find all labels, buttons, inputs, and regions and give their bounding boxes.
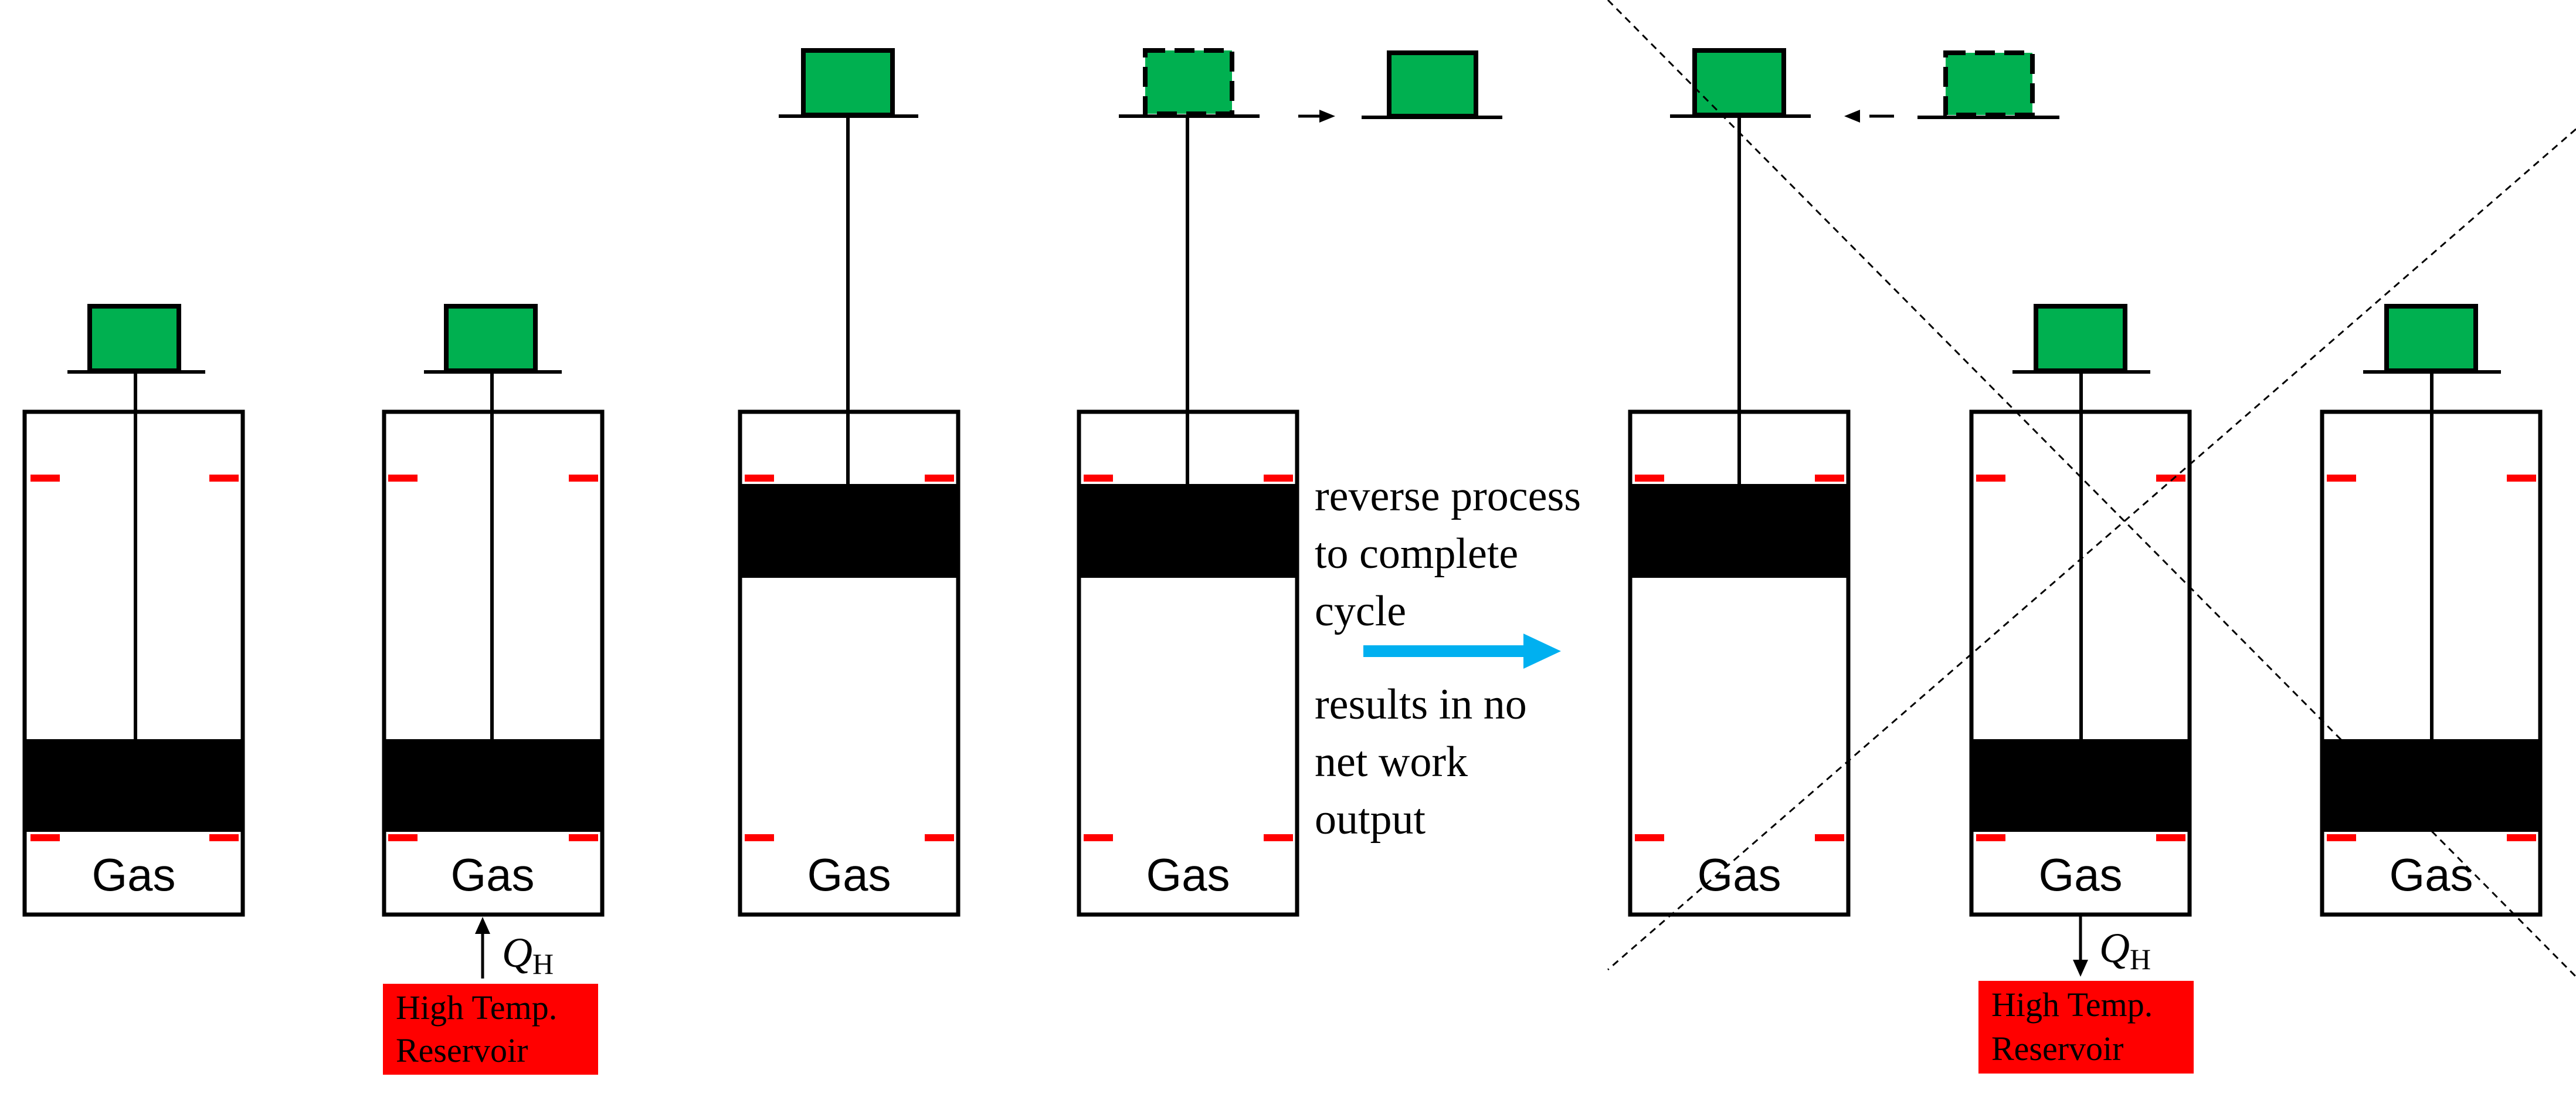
caption-line-3: cycle xyxy=(1315,587,1406,635)
weight-block xyxy=(1692,48,1786,117)
weight-ghost-dashed xyxy=(1943,50,2035,117)
stop-upper-left xyxy=(1084,475,1113,482)
stop-lower-left xyxy=(30,834,60,841)
weight-block xyxy=(801,48,895,117)
piston xyxy=(2322,739,2540,832)
stop-lower-left xyxy=(745,834,774,841)
reservoir-label-line1: High Temp. xyxy=(396,988,557,1027)
stop-upper-left xyxy=(1635,475,1664,482)
caption-line-2: to complete xyxy=(1315,530,1518,578)
stop-lower-right xyxy=(1815,834,1844,841)
arrow-head-down-icon xyxy=(2073,960,2088,977)
stop-upper-right xyxy=(209,475,239,482)
stop-upper-right xyxy=(569,475,598,482)
stop-lower-left xyxy=(1635,834,1664,841)
cylinder-wall xyxy=(738,409,961,917)
weight-block-moved xyxy=(1387,50,1478,118)
cylinder-3: Gas xyxy=(738,48,961,917)
stop-lower-left xyxy=(388,834,418,841)
stop-lower-right xyxy=(569,834,598,841)
high-temp-reservoir xyxy=(1978,981,2194,1074)
stop-lower-right xyxy=(2156,834,2185,841)
stop-lower-left xyxy=(1084,834,1113,841)
cylinder-6: Gas xyxy=(1969,304,2192,917)
arrow-head-left-icon xyxy=(1844,110,1860,123)
stop-lower-left xyxy=(1976,834,2005,841)
cross-line-b xyxy=(1607,128,2576,971)
stop-upper-left xyxy=(745,475,774,482)
cylinder-wall xyxy=(1077,409,1299,917)
reservoir-label-line2: Reservoir xyxy=(396,1031,528,1069)
heat-label: QH xyxy=(2099,925,2151,976)
piston xyxy=(1971,739,2190,832)
stop-lower-left xyxy=(2327,834,2356,841)
caption-line-4: results in no xyxy=(1315,680,1527,729)
cylinder-wall xyxy=(1628,409,1851,917)
stop-upper-left xyxy=(30,475,60,482)
gas-label: Gas xyxy=(807,849,891,900)
gas-label: Gas xyxy=(91,849,175,900)
weight-block xyxy=(2384,304,2478,373)
cylinder-2: Gas xyxy=(382,304,605,917)
weight-block xyxy=(2034,304,2127,373)
piston xyxy=(384,739,602,832)
reservoir-label-line2: Reservoir xyxy=(1991,1030,2124,1068)
stop-lower-right xyxy=(925,834,954,841)
stop-upper-right xyxy=(2156,475,2185,482)
heat-input: QH High Temp. Reservoir xyxy=(383,917,598,1075)
caption-line-6: output xyxy=(1315,795,1426,844)
cylinder-wall xyxy=(382,409,605,917)
weight-removed xyxy=(1298,50,1502,123)
stop-upper-right xyxy=(1264,475,1293,482)
stop-upper-right xyxy=(2507,475,2536,482)
gas-label: Gas xyxy=(450,849,534,900)
weight-block xyxy=(87,304,181,373)
cylinder-7: Gas xyxy=(2320,304,2543,917)
gas-label: Gas xyxy=(2038,849,2122,900)
cross-out-mark xyxy=(1607,0,2576,978)
caption: reverse process to complete cycle result… xyxy=(1315,472,1581,844)
cross-line-a xyxy=(1607,0,2576,978)
caption-line-5: net work xyxy=(1315,738,1468,786)
caption-line-1: reverse process xyxy=(1315,472,1581,520)
gas-label: Gas xyxy=(1697,849,1781,900)
cylinder-wall xyxy=(22,409,245,917)
stop-upper-left xyxy=(2327,475,2356,482)
stop-upper-left xyxy=(388,475,418,482)
weight-returned xyxy=(1844,50,2059,123)
arrow-head-right-icon xyxy=(1319,110,1335,123)
weight-block xyxy=(444,304,538,373)
cylinder-4: Gas xyxy=(1077,48,1299,917)
stop-upper-right xyxy=(1815,475,1844,482)
reservoir-label-line1: High Temp. xyxy=(1991,986,2153,1024)
piston xyxy=(740,484,958,578)
piston xyxy=(25,739,243,832)
heat-output: QH High Temp. Reservoir xyxy=(1978,916,2194,1074)
stop-upper-left xyxy=(1976,475,2005,482)
arrow-head-up-icon xyxy=(475,917,490,934)
cylinder-wall xyxy=(2320,409,2543,917)
stop-upper-right xyxy=(925,475,954,482)
weight-ghost-dashed xyxy=(1143,48,1234,116)
gas-label: Gas xyxy=(2389,849,2473,900)
gas-label: Gas xyxy=(1146,849,1230,900)
cylinder-wall xyxy=(1969,409,2192,917)
blue-arrow-head-icon xyxy=(1523,634,1561,669)
high-temp-reservoir xyxy=(383,984,598,1075)
stop-lower-right xyxy=(209,834,239,841)
piston xyxy=(1079,484,1297,578)
cylinder-1: Gas xyxy=(22,304,245,917)
piston xyxy=(1630,484,1848,578)
stop-lower-right xyxy=(2507,834,2536,841)
heat-label: QH xyxy=(502,929,554,980)
stop-lower-right xyxy=(1264,834,1293,841)
cylinder-5: Gas xyxy=(1628,48,1851,917)
